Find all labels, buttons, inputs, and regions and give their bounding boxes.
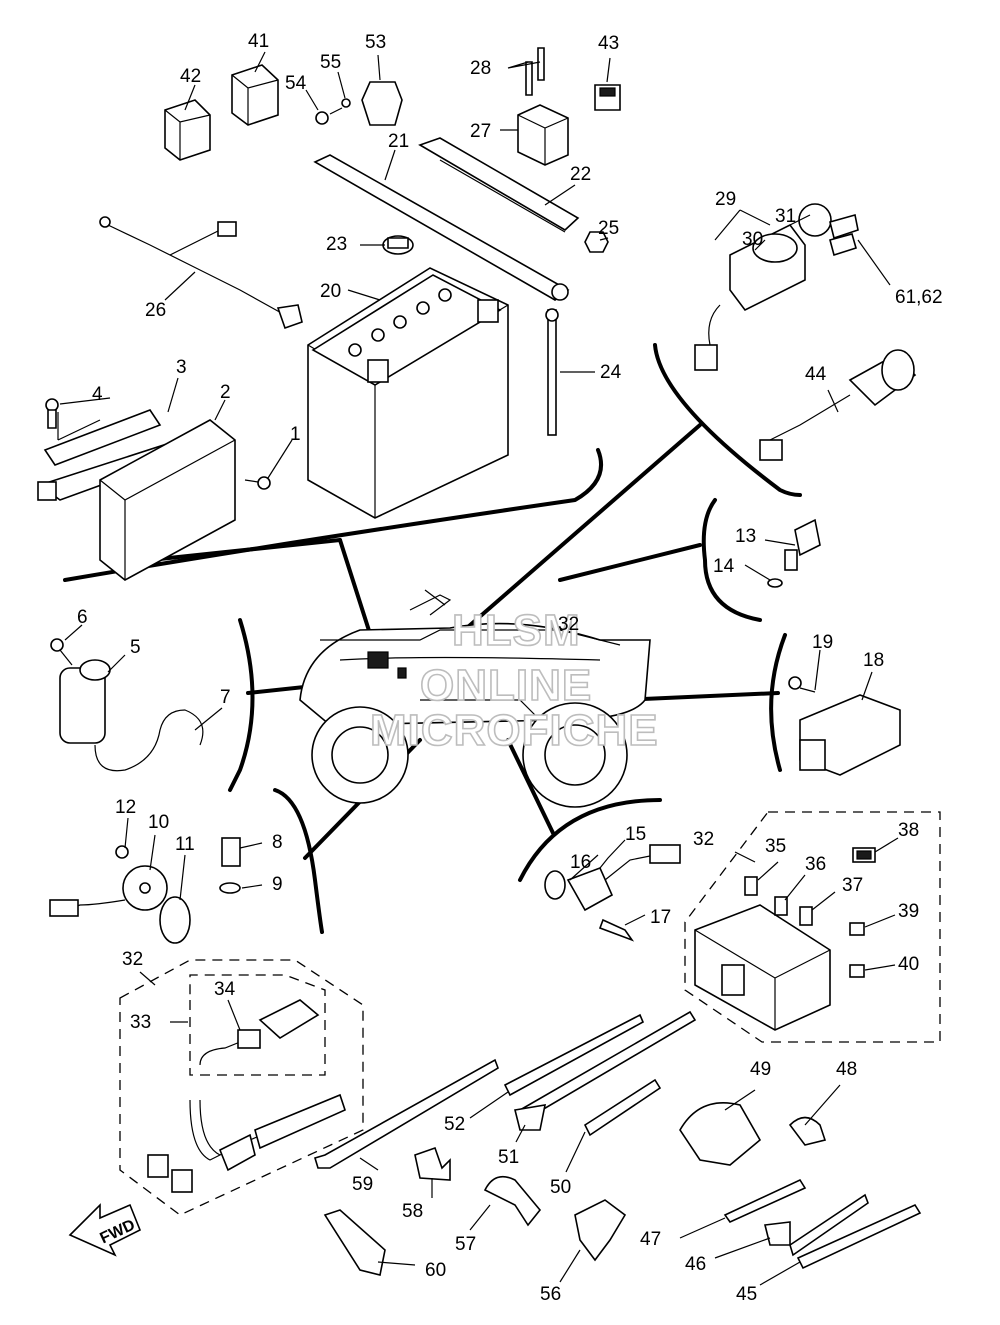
sensor-15 bbox=[544, 844, 681, 942]
socket-44 bbox=[759, 349, 917, 461]
callout-29: 29 bbox=[715, 189, 736, 210]
fwd-arrow: FWD bbox=[68, 1203, 142, 1257]
callout-4: 4 bbox=[92, 384, 103, 405]
callout-20: 20 bbox=[320, 281, 341, 302]
callout-32-left: 32 bbox=[122, 949, 143, 970]
callout-2: 2 bbox=[220, 382, 231, 403]
callout-45: 45 bbox=[736, 1284, 757, 1305]
callout-13: 13 bbox=[735, 526, 756, 547]
wire-lead-26 bbox=[99, 216, 303, 330]
callout-3: 3 bbox=[176, 357, 187, 378]
callout-44: 44 bbox=[805, 364, 827, 385]
callout-39: 39 bbox=[898, 901, 919, 922]
callout-6: 6 bbox=[77, 607, 88, 628]
atv-vehicle bbox=[299, 589, 651, 808]
callout-50: 50 bbox=[550, 1177, 571, 1198]
callout-57: 57 bbox=[455, 1234, 476, 1255]
callout-49: 49 bbox=[750, 1059, 771, 1080]
ignition-coil bbox=[50, 638, 204, 772]
callout-21: 21 bbox=[388, 131, 409, 152]
cable-ties bbox=[314, 1010, 922, 1276]
callout-10: 10 bbox=[148, 812, 169, 833]
callout-18: 18 bbox=[863, 650, 884, 671]
callout-19: 19 bbox=[812, 632, 833, 653]
callout-16: 16 bbox=[570, 852, 591, 873]
callout-59: 59 bbox=[352, 1174, 373, 1195]
callout-24: 24 bbox=[600, 362, 622, 383]
callout-23: 23 bbox=[326, 234, 347, 255]
callout-15: 15 bbox=[625, 824, 646, 845]
callout-26: 26 bbox=[145, 300, 166, 321]
callout-37: 37 bbox=[842, 875, 863, 896]
sensor-10 bbox=[49, 845, 191, 944]
callout-27: 27 bbox=[470, 121, 491, 142]
callout-36: 36 bbox=[805, 854, 826, 875]
callout-34: 34 bbox=[214, 979, 236, 1000]
callout-12: 12 bbox=[115, 797, 136, 818]
callout-35: 35 bbox=[765, 836, 786, 857]
callout-32-center: 32 bbox=[558, 614, 579, 635]
watermark-line2: ONLINE bbox=[420, 661, 592, 710]
callout-22: 22 bbox=[570, 164, 591, 185]
regulator bbox=[788, 676, 901, 776]
callout-55: 55 bbox=[320, 52, 341, 73]
callout-28: 28 bbox=[470, 58, 491, 79]
callout-11: 11 bbox=[175, 834, 195, 855]
callout-47: 47 bbox=[640, 1229, 661, 1250]
callout-43: 43 bbox=[598, 33, 619, 54]
ecu-group bbox=[37, 398, 271, 581]
callout-51: 51 bbox=[498, 1147, 519, 1168]
callout-53: 53 bbox=[365, 32, 386, 53]
callout-30: 30 bbox=[742, 229, 763, 250]
callout-58: 58 bbox=[402, 1201, 423, 1222]
callout-40: 40 bbox=[898, 954, 919, 975]
callout-9: 9 bbox=[272, 874, 283, 895]
ignition-switch-group bbox=[694, 203, 859, 371]
callout-5: 5 bbox=[130, 637, 141, 658]
relay-group bbox=[164, 47, 621, 166]
callout-52: 52 bbox=[444, 1114, 465, 1135]
callout-48: 48 bbox=[836, 1059, 857, 1080]
watermark-line3: MICROFICHE bbox=[370, 706, 659, 755]
watermark: HLSM ONLINE MICROFICHE bbox=[369, 605, 659, 756]
callout-56: 56 bbox=[540, 1284, 561, 1305]
callout-1: 1 bbox=[290, 424, 301, 445]
callout-8: 8 bbox=[272, 832, 283, 853]
callout-60: 60 bbox=[425, 1260, 446, 1281]
callout-32-right: 32 bbox=[693, 829, 714, 850]
callout-38: 38 bbox=[898, 820, 919, 841]
callout-7: 7 bbox=[220, 687, 231, 708]
callout-54: 54 bbox=[285, 73, 307, 94]
callout-42: 42 bbox=[180, 66, 201, 87]
callout-25: 25 bbox=[598, 218, 619, 239]
callout-33: 33 bbox=[130, 1012, 151, 1033]
callout-17: 17 bbox=[650, 907, 671, 928]
harness-group bbox=[119, 959, 364, 1216]
battery-group bbox=[307, 137, 609, 519]
callout-61-62: 61,62 bbox=[895, 287, 943, 308]
fuse-box-group bbox=[684, 811, 941, 1043]
switch-8 bbox=[219, 837, 241, 894]
callout-31: 31 bbox=[775, 206, 796, 227]
callout-labels: 1 2 3 4 5 6 7 8 9 10 11 12 13 14 15 16 1… bbox=[77, 31, 943, 1305]
switch-13 bbox=[767, 518, 821, 588]
callout-46: 46 bbox=[685, 1254, 706, 1275]
callout-14: 14 bbox=[713, 556, 735, 577]
watermark-line1: HLSM bbox=[452, 606, 581, 655]
callout-41: 41 bbox=[248, 31, 269, 52]
